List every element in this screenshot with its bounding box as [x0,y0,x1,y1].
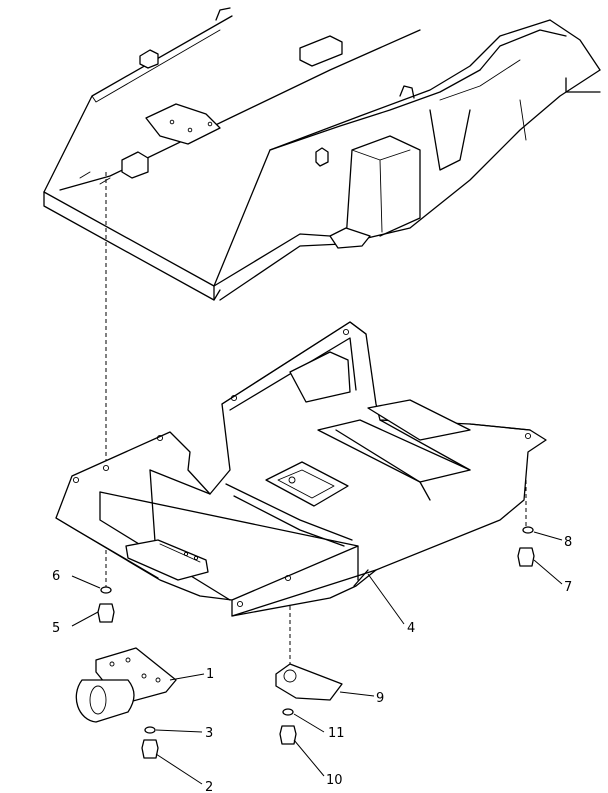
bolts [97,547,535,759]
callout-6: 6 [52,569,60,584]
callout-9: 9 [376,691,384,706]
callout-labels: 1 2 3 4 5 6 7 8 9 10 11 [52,535,572,793]
callout-10: 10 [326,773,343,788]
callout-2: 2 [205,780,213,793]
callout-11: 11 [328,726,345,741]
callout-1: 1 [206,667,214,682]
callout-7: 7 [564,580,572,595]
callout-5: 5 [52,621,60,636]
callout-4: 4 [407,621,415,636]
upper-frame [43,7,601,301]
swivel-bracket [75,647,177,723]
under-guard [55,321,547,617]
callout-leaders [71,531,563,785]
washers [100,526,534,734]
cover-plate [275,663,343,701]
callout-3: 3 [205,726,213,741]
callout-8: 8 [564,535,572,550]
